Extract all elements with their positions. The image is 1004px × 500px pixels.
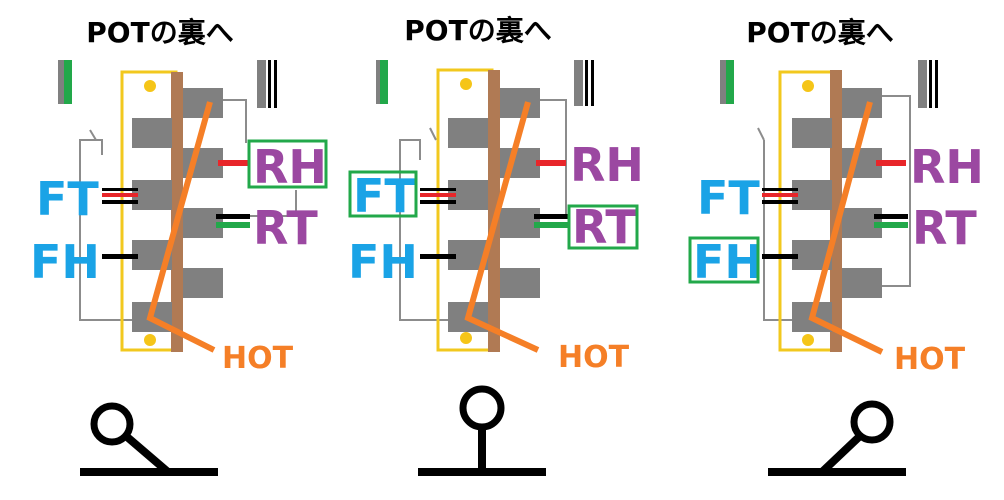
label-hot: HOT (558, 340, 630, 375)
label-rt: RT (572, 200, 637, 254)
wire-fh (102, 254, 138, 259)
label-fh: FH (30, 235, 100, 289)
wire-ft (420, 188, 456, 204)
wire-fh (762, 254, 798, 259)
pot-back-marker (376, 60, 388, 104)
right-lugs (500, 88, 540, 298)
switch-frame (778, 70, 842, 352)
ground-marker (574, 60, 594, 106)
label-rh: RH (253, 140, 327, 194)
panel-2-title: POTの裏へ (404, 14, 551, 47)
lever-right-icon (768, 400, 906, 476)
wire-rh (218, 160, 248, 166)
ground-marker (918, 60, 938, 108)
hot-wire (146, 101, 216, 353)
lever-center-icon (418, 385, 546, 476)
hot-wire (808, 101, 884, 355)
hot-wire (464, 101, 540, 353)
label-fh: FH (693, 235, 763, 289)
highlight-rt (567, 204, 639, 250)
left-lugs (448, 118, 488, 332)
wire-fh (420, 254, 456, 259)
highlight-ft (348, 170, 418, 218)
panel-1: POTの裏へ (30, 16, 328, 476)
panel-2: POTの裏へ (348, 14, 644, 476)
wire-rt (874, 214, 908, 228)
gray-wires (757, 95, 911, 321)
highlight-rh (247, 139, 328, 189)
left-lugs (792, 118, 832, 332)
label-fh: FH (348, 235, 418, 289)
pot-back-marker (58, 60, 72, 104)
left-lugs (132, 118, 172, 332)
wire-rt (216, 214, 250, 228)
ground-marker (257, 60, 277, 108)
highlight-fh (688, 236, 760, 284)
right-lugs (183, 88, 223, 298)
label-rh: RH (910, 140, 984, 194)
panel-3-title: POTの裏へ (746, 16, 893, 49)
panel-3: POTの裏へ (688, 16, 984, 476)
label-rt: RT (912, 201, 977, 255)
wire-rh (536, 160, 566, 166)
label-rh: RH (570, 138, 644, 192)
lever-left-icon (80, 402, 218, 476)
switch-frame (436, 68, 500, 352)
wire-rt (534, 214, 568, 228)
wire-rh (876, 160, 906, 166)
label-ft: FT (36, 172, 99, 226)
panel-1-title: POTの裏へ (86, 16, 233, 49)
label-hot: HOT (222, 341, 294, 376)
pot-back-marker (720, 60, 734, 104)
wire-ft (102, 188, 138, 204)
wire-ft (762, 188, 798, 204)
label-hot: HOT (894, 342, 966, 377)
label-ft: FT (697, 171, 760, 225)
label-ft: FT (353, 169, 416, 223)
label-rt: RT (253, 201, 318, 255)
